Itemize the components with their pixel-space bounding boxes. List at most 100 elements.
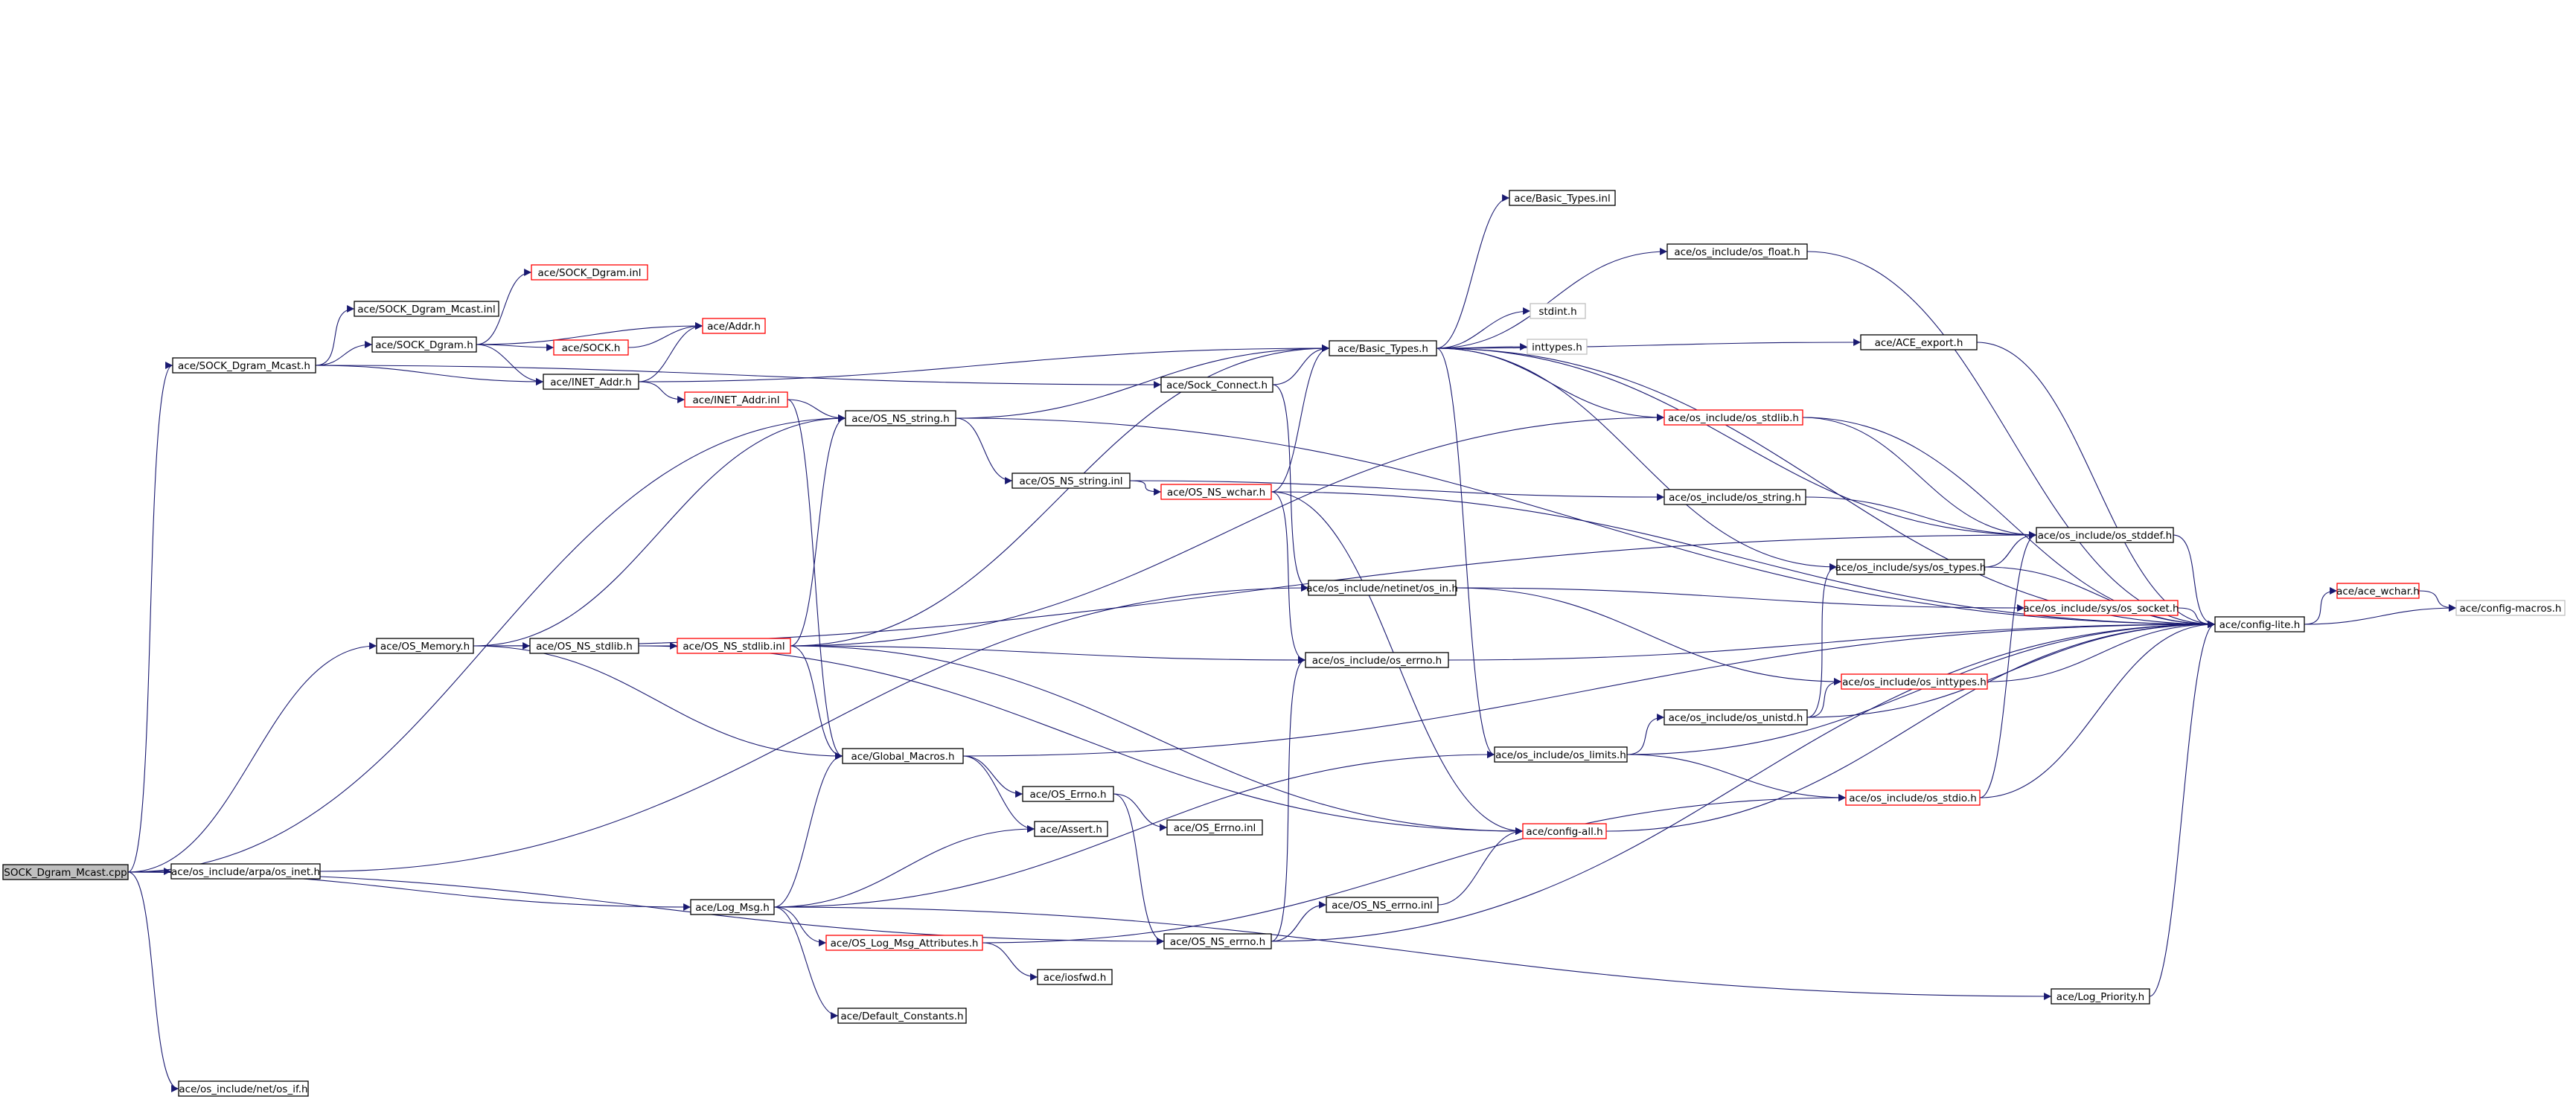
node-box[interactable] [1494,746,1628,763]
node-box[interactable] [531,264,648,281]
node-box[interactable] [543,374,639,390]
node-inttypes-h[interactable]: inttypes.h [1527,339,1588,355]
node-box[interactable] [178,1080,309,1097]
node-box[interactable] [1160,484,1272,500]
node-ace-default-constants-h[interactable]: ace/Default_Constants.h [837,1008,967,1024]
node-ace-os-ns-errno-inl[interactable]: ace/OS_NS_errno.inl [1326,897,1439,913]
node-box[interactable] [1011,473,1131,489]
node-box[interactable] [1527,339,1588,355]
node-ace-os-include-net-os-if-h[interactable]: ace/os_include/net/os_if.h [178,1080,309,1097]
node-ace-config-lite-h[interactable]: ace/config-lite.h [2214,616,2305,632]
node-ace-config-macros-h[interactable]: ace/config-macros.h [2455,600,2566,616]
node-box[interactable] [1841,673,1988,690]
node-ace-iosfwd-h[interactable]: ace/iosfwd.h [1037,969,1113,985]
node-ace-os-include-os-unistd-h[interactable]: ace/os_include/os_unistd.h [1663,709,1808,726]
node-box[interactable] [1037,969,1113,985]
node-box[interactable] [354,301,499,317]
node-ace-os-include-os-limits-h[interactable]: ace/os_include/os_limits.h [1494,746,1628,763]
node-box[interactable] [690,899,775,915]
node-box[interactable] [1522,823,1607,839]
node-ace-os-include-os-stdlib-h[interactable]: ace/os_include/os_stdlib.h [1663,409,1803,426]
node-ace-os-memory-h[interactable]: ace/OS_Memory.h [376,638,474,654]
node-ace-os-include-os-stdio-h[interactable]: ace/os_include/os_stdio.h [1845,789,1981,806]
node-box[interactable] [1034,821,1108,837]
node-ace-os-ns-string-h[interactable]: ace/OS_NS_string.h [845,410,956,426]
node-box[interactable] [845,410,956,426]
node-box[interactable] [1329,340,1437,356]
node-ace-os-include-sys-os-socket-h[interactable]: ace/os_include/sys/os_socket.h [2023,600,2179,616]
node-box[interactable] [371,336,477,353]
node-box[interactable] [376,638,474,654]
node-box[interactable] [553,339,629,356]
node-box[interactable] [2,864,129,880]
node-box[interactable] [170,863,321,880]
node-ace-log-msg-h[interactable]: ace/Log_Msg.h [690,899,775,915]
node-box[interactable] [842,748,964,764]
node-ace-log-priority-h[interactable]: ace/Log_Priority.h [2051,988,2150,1005]
node-ace-ace-export-h[interactable]: ace/ACE_export.h [1860,334,1978,350]
node-stdint-h[interactable]: stdint.h [1530,303,1586,319]
node-box[interactable] [529,638,639,654]
node-ace-os-include-os-string-h[interactable]: ace/os_include/os_string.h [1663,489,1806,505]
node-ace-os-ns-wchar-h[interactable]: ace/OS_NS_wchar.h [1160,484,1272,500]
node-box[interactable] [1836,559,1985,575]
node-box[interactable] [1326,897,1439,913]
node-box[interactable] [2036,527,2174,543]
node-ace-config-all-h[interactable]: ace/config-all.h [1522,823,1607,839]
node-ace-os-include-netinet-os-in-h[interactable]: ace/os_include/netinet/os_in.h [1306,580,1458,596]
node-ace-sock-dgram-mcast-h[interactable]: ace/SOCK_Dgram_Mcast.h [172,357,316,374]
node-ace-os-ns-errno-h[interactable]: ace/OS_NS_errno.h [1163,933,1272,949]
node-ace-os-ns-stdlib-h[interactable]: ace/OS_NS_stdlib.h [529,638,639,654]
node-ace-os-ns-string-inl[interactable]: ace/OS_NS_string.inl [1011,473,1131,489]
node-ace-assert-h[interactable]: ace/Assert.h [1034,821,1108,837]
node-box[interactable] [1666,243,1808,260]
node-box[interactable] [684,391,788,408]
node-box[interactable] [837,1008,967,1024]
node-ace-ace-wchar-h[interactable]: ace/ace_wchar.h [2336,583,2420,599]
node-ace-sock-dgram-inl[interactable]: ace/SOCK_Dgram.inl [531,264,648,281]
node-box[interactable] [1308,580,1457,596]
node-ace-os-errno-h[interactable]: ace/OS_Errno.h [1022,786,1114,802]
node-ace-basic-types-inl[interactable]: ace/Basic_Types.inl [1509,190,1616,206]
node-box[interactable] [1663,709,1808,726]
node-ace-os-ns-stdlib-inl[interactable]: ace/OS_NS_stdlib.inl [677,638,791,654]
node-box[interactable] [2051,988,2150,1005]
node-ace-sock-dgram-h[interactable]: ace/SOCK_Dgram.h [371,336,477,353]
node-box[interactable] [2336,583,2420,599]
node-ace-inet-addr-inl[interactable]: ace/INET_Addr.inl [684,391,788,408]
node-box[interactable] [825,935,983,951]
node-ace-sock-h[interactable]: ace/SOCK.h [553,339,629,356]
node-ace-os-include-sys-os-types-h[interactable]: ace/os_include/sys/os_types.h [1835,559,1987,575]
node-box[interactable] [1160,377,1273,393]
node-box[interactable] [1163,933,1272,949]
node-ace-os-include-os-stddef-h[interactable]: ace/os_include/os_stddef.h [2036,527,2174,543]
node-box[interactable] [702,318,766,334]
node-box[interactable] [1166,819,1263,836]
node-box[interactable] [1022,786,1114,802]
node-box[interactable] [1530,303,1586,319]
node-ace-sock-dgram-mcast-inl[interactable]: ace/SOCK_Dgram_Mcast.inl [354,301,499,317]
node-box[interactable] [2024,600,2179,616]
node-ace-os-include-os-float-h[interactable]: ace/os_include/os_float.h [1666,243,1808,260]
node-box[interactable] [1305,652,1449,668]
node-box[interactable] [1860,334,1978,350]
node-ace-addr-h[interactable]: ace/Addr.h [702,318,766,334]
node-box[interactable] [2214,616,2305,632]
node-box[interactable] [172,357,316,374]
node-sock-dgram-mcast-cpp[interactable]: SOCK_Dgram_Mcast.cpp [2,864,129,880]
node-ace-os-include-os-errno-h[interactable]: ace/os_include/os_errno.h [1305,652,1449,668]
node-ace-global-macros-h[interactable]: ace/Global_Macros.h [842,748,964,764]
node-ace-os-include-arpa-os-inet-h[interactable]: ace/os_include/arpa/os_inet.h [170,863,321,880]
node-box[interactable] [1845,789,1981,806]
node-ace-inet-addr-h[interactable]: ace/INET_Addr.h [543,374,639,390]
node-box[interactable] [677,638,791,654]
node-ace-os-errno-inl[interactable]: ace/OS_Errno.inl [1166,819,1263,836]
node-ace-basic-types-h[interactable]: ace/Basic_Types.h [1329,340,1437,356]
node-box[interactable] [1509,190,1616,206]
node-ace-os-include-os-inttypes-h[interactable]: ace/os_include/os_inttypes.h [1841,673,1988,690]
node-ace-os-log-msg-attributes-h[interactable]: ace/OS_Log_Msg_Attributes.h [825,935,983,951]
node-box[interactable] [1663,409,1803,426]
node-box[interactable] [1663,489,1806,505]
node-box[interactable] [2455,600,2566,616]
node-ace-sock-connect-h[interactable]: ace/Sock_Connect.h [1160,377,1273,393]
